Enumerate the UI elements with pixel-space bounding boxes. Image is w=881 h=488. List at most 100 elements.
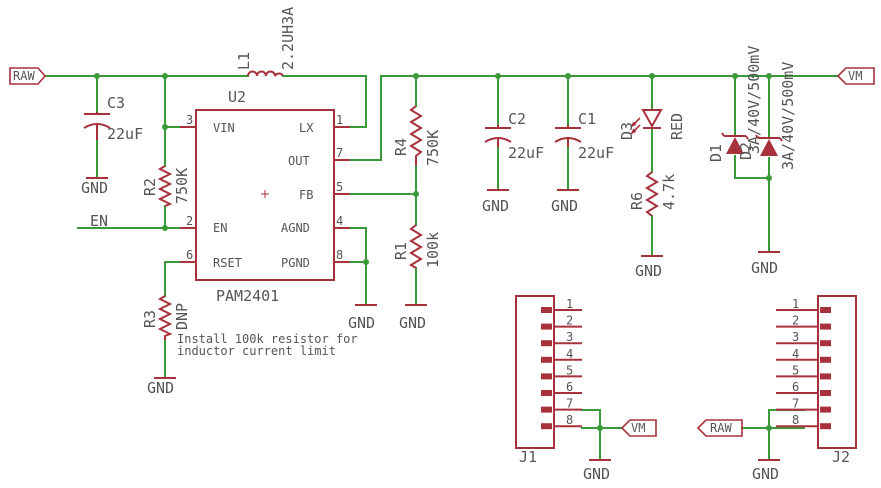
c1-ref: C1: [578, 110, 596, 128]
svg-text:GND: GND: [551, 197, 578, 215]
resistor-r6: R6 4.7k: [628, 171, 678, 217]
j1-pin-number: 7: [566, 397, 573, 411]
j1-ref: J1: [519, 448, 537, 466]
j2-pin-stub: [820, 356, 831, 363]
vm-net-label: VM: [836, 67, 875, 85]
header-j1: 1 2 3 4 5 6 7 8 J1: [515, 295, 582, 466]
pin-num-rset: 6: [186, 248, 193, 262]
svg-text:VM: VM: [631, 421, 645, 435]
pin-name-out: OUT: [288, 154, 310, 168]
j1-pin-number: 2: [566, 314, 573, 328]
j1-pin-number: 8: [566, 413, 573, 427]
j1-pin-number: 1: [566, 297, 573, 311]
j1-pin-stub: [541, 340, 552, 347]
j2-pin-number: 4: [792, 347, 799, 361]
svg-text:GND: GND: [482, 197, 509, 215]
pin-name-lx: LX: [299, 121, 314, 135]
j1-pin-stub: [541, 390, 552, 396]
gnd-symbol-c2: GND: [482, 189, 509, 215]
pin-name-en: EN: [213, 221, 227, 235]
svg-text:GND: GND: [147, 379, 174, 397]
j2-pin-stub: [820, 340, 831, 347]
svg-text:VM: VM: [848, 69, 862, 83]
pin-name-rset: RSET: [213, 256, 242, 270]
ic-ref: U2: [228, 88, 246, 106]
j2-pin-stub: [820, 323, 831, 330]
j2-ref: J2: [832, 448, 850, 466]
r1-ref: R1: [392, 242, 410, 260]
j1-pin-number: 4: [566, 347, 573, 361]
j2-pin-stub: [820, 406, 831, 413]
gnd-symbol-diodes: GND: [751, 251, 780, 277]
l1-value: 2.2UH3A: [279, 7, 297, 70]
c2-value: 22uF: [508, 144, 544, 162]
j1-pins: 1 2 3 4 5 6 7 8: [541, 297, 582, 430]
r6-ref: R6: [628, 192, 646, 210]
inductor-l1: L1 2.2UH3A: [235, 7, 297, 77]
r1-value: 100k: [424, 232, 442, 268]
svg-text:GND: GND: [752, 465, 779, 483]
pin-num-vin: 3: [186, 113, 193, 127]
j2-pin-number: 8: [792, 413, 799, 427]
j2-pin-number: 7: [792, 397, 799, 411]
pin-num-fb: 5: [336, 180, 343, 194]
en-net-label: EN: [90, 212, 108, 230]
resistor-r3: R3 DNP: [141, 295, 191, 340]
j1-pin-number: 5: [566, 363, 573, 377]
led-d3: D3 RED: [618, 109, 686, 140]
vm-net-label-j1: VM: [620, 419, 657, 437]
capacitor-c2: C2 22uF: [484, 110, 544, 162]
diode-d1: D1 3A/40V/500mV: [707, 46, 763, 162]
pin-num-lx: 1: [336, 113, 343, 127]
j2-pin-number: 1: [792, 297, 799, 311]
gnd-symbol-c1: GND: [551, 189, 579, 215]
pin-name-pgnd: PGND: [281, 256, 310, 270]
j2-pin-number: 6: [792, 380, 799, 394]
resistor-r2: R2 750K: [141, 165, 191, 207]
j2-pin-number: 3: [792, 330, 799, 344]
r2-value: 750K: [173, 168, 191, 204]
j1-pin-stub: [541, 373, 552, 380]
svg-text:GND: GND: [751, 259, 778, 277]
j1-pin-stub: [541, 307, 552, 313]
design-note: Install 100k resistor for inductor curre…: [177, 332, 358, 358]
raw-net-label-j2: RAW: [696, 419, 743, 437]
d1-value: 3A/40V/500mV: [745, 46, 763, 154]
j1-pin-stub: [541, 423, 552, 430]
j2-pin-number: 5: [792, 363, 799, 377]
d2-value: 3A/40V/500mV: [779, 62, 797, 170]
l1-ref: L1: [235, 52, 253, 70]
pin-num-agnd: 4: [336, 214, 343, 228]
gnd-symbol-agnd: GND: [348, 304, 377, 332]
capacitor-c3: C3 22uF: [83, 94, 143, 143]
j1-pin-stub: [541, 323, 552, 330]
r6-value: 4.7k: [660, 174, 678, 210]
capacitor-c1: C1 22uF: [554, 110, 614, 162]
c3-ref: C3: [107, 94, 125, 112]
resistor-r4: R4 750K: [392, 105, 442, 166]
r3-ref: R3: [141, 310, 159, 328]
c3-value: 22uF: [107, 125, 143, 143]
j1-pin-number: 3: [566, 330, 573, 344]
pin-num-pgnd: 8: [336, 248, 343, 262]
resistor-r1: R1 100k: [392, 224, 442, 269]
c2-ref: C2: [508, 110, 526, 128]
j1-pin-number: 6: [566, 380, 573, 394]
j2-pin-stub: [820, 373, 831, 380]
j2-pin-stub: [820, 390, 831, 396]
d1-ref: D1: [707, 144, 725, 162]
svg-text:GND: GND: [81, 179, 108, 197]
svg-text:RAW: RAW: [13, 69, 35, 83]
note-line-1: Install 100k resistor for: [177, 332, 358, 346]
svg-text:RAW: RAW: [710, 421, 732, 435]
pin-num-out: 7: [336, 146, 343, 160]
svg-text:GND: GND: [635, 262, 662, 280]
gnd-symbol-r1: GND: [399, 304, 427, 332]
r2-ref: R2: [141, 178, 159, 196]
gnd-symbol-r3: GND: [147, 377, 176, 397]
gnd-symbol-j2: GND: [752, 459, 780, 483]
pin-name-fb: FB: [299, 188, 313, 202]
pin-name-vin: VIN: [213, 121, 235, 135]
